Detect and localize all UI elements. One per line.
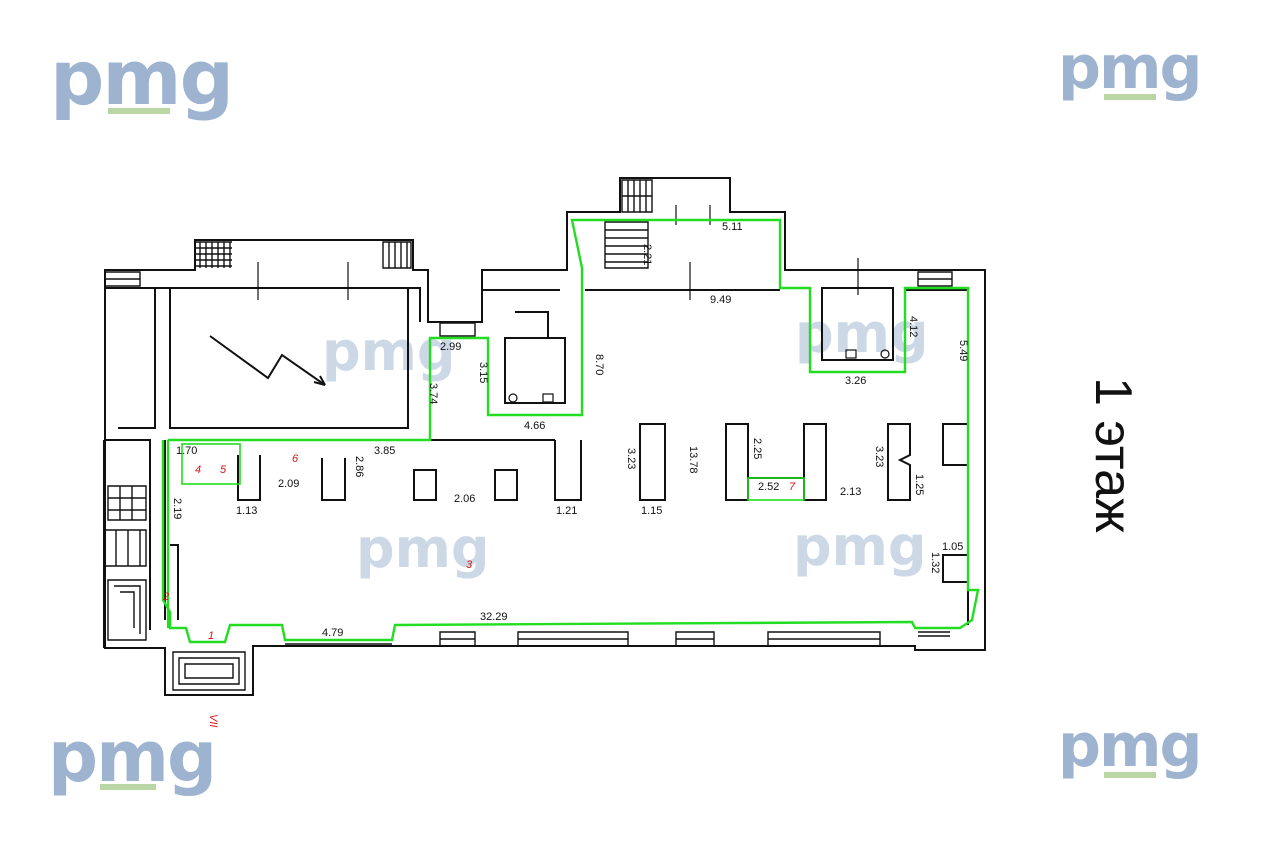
dim-label: 1.15 — [641, 505, 662, 517]
fixtures — [257, 205, 890, 403]
premises-outline — [161, 218, 980, 644]
dim-label: 4.79 — [322, 627, 343, 639]
room-4-5-outline — [181, 443, 241, 485]
dim-label: 1.70 — [176, 445, 197, 457]
dim-label: 3.15 — [477, 362, 489, 383]
room-numbers: 1 2 3 4 5 6 7 VII — [162, 453, 796, 727]
room-number: 5 — [220, 464, 227, 476]
dim-label: 1.21 — [556, 505, 577, 517]
dim-label: 3.23 — [873, 446, 885, 467]
dim-label: 9.49 — [710, 294, 731, 306]
dim-label: 3.23 — [625, 448, 637, 469]
arrow-head — [313, 375, 326, 386]
watermark-text: pmg — [322, 320, 456, 383]
watermark-top-left: pmg — [50, 40, 234, 116]
room-7-outline — [747, 477, 805, 501]
dim-label: 1.05 — [942, 541, 963, 553]
dim-label: 5.11 — [722, 221, 743, 233]
room-number: 4 — [195, 464, 201, 476]
dim-label: 2.25 — [751, 438, 763, 459]
dim-label: 1.13 — [236, 505, 257, 517]
dim-label: 1.32 — [929, 552, 941, 573]
dim-label: 2.52 — [758, 481, 779, 493]
watermark-text: pmg — [1058, 33, 1202, 103]
floor-title-text: 1 этаж — [1084, 377, 1142, 533]
room-number: 3 — [466, 559, 473, 571]
dim-label: 13.78 — [687, 446, 699, 474]
dim-label: 2.86 — [353, 456, 365, 477]
walls — [103, 177, 986, 696]
dim-label: 3.74 — [427, 383, 439, 404]
room-number: 1 — [208, 630, 214, 642]
dim-label: 3.85 — [374, 445, 395, 457]
dim-label: 2.19 — [171, 498, 183, 519]
watermark-top-right: pmg — [1058, 38, 1202, 100]
watermark-text: pmg — [48, 716, 217, 798]
dimension-labels: 5.11 2.21 9.49 8.70 2.99 3.15 3.74 4.66 … — [171, 221, 969, 639]
plan-watermarks: pmg pmg pmg pmg — [322, 302, 929, 580]
dim-label: 2.21 — [641, 244, 653, 265]
room-number: 7 — [789, 481, 796, 493]
dim-label: 4.12 — [907, 316, 919, 337]
dim-label: 3.26 — [845, 375, 866, 387]
dim-label: 2.99 — [440, 341, 461, 353]
floor-title: 1 этаж — [1068, 340, 1158, 570]
watermark-text: pmg — [795, 302, 929, 365]
room-number: 6 — [292, 453, 299, 465]
watermark-bottom-right: pmg — [1058, 716, 1202, 778]
dim-label: 2.09 — [278, 478, 299, 490]
dim-label: 5.49 — [957, 340, 969, 361]
dim-label: 32.29 — [480, 611, 508, 623]
watermark-text: pmg — [793, 515, 927, 578]
dim-label: 1.25 — [913, 474, 925, 495]
watermark-bottom-left: pmg — [48, 722, 217, 792]
watermark-text: pmg — [356, 517, 490, 580]
dim-label: 8.70 — [593, 354, 605, 375]
dim-label: 4.66 — [524, 420, 545, 432]
axis-label: VII — [207, 714, 219, 727]
watermark-text: pmg — [1058, 711, 1202, 781]
dim-label: 2.13 — [840, 486, 861, 498]
watermark-text: pmg — [50, 33, 234, 122]
stairs — [103, 179, 953, 691]
electrical-room-icon — [209, 335, 326, 386]
dim-label: 2.06 — [454, 493, 475, 505]
room-number: 2 — [162, 591, 169, 603]
